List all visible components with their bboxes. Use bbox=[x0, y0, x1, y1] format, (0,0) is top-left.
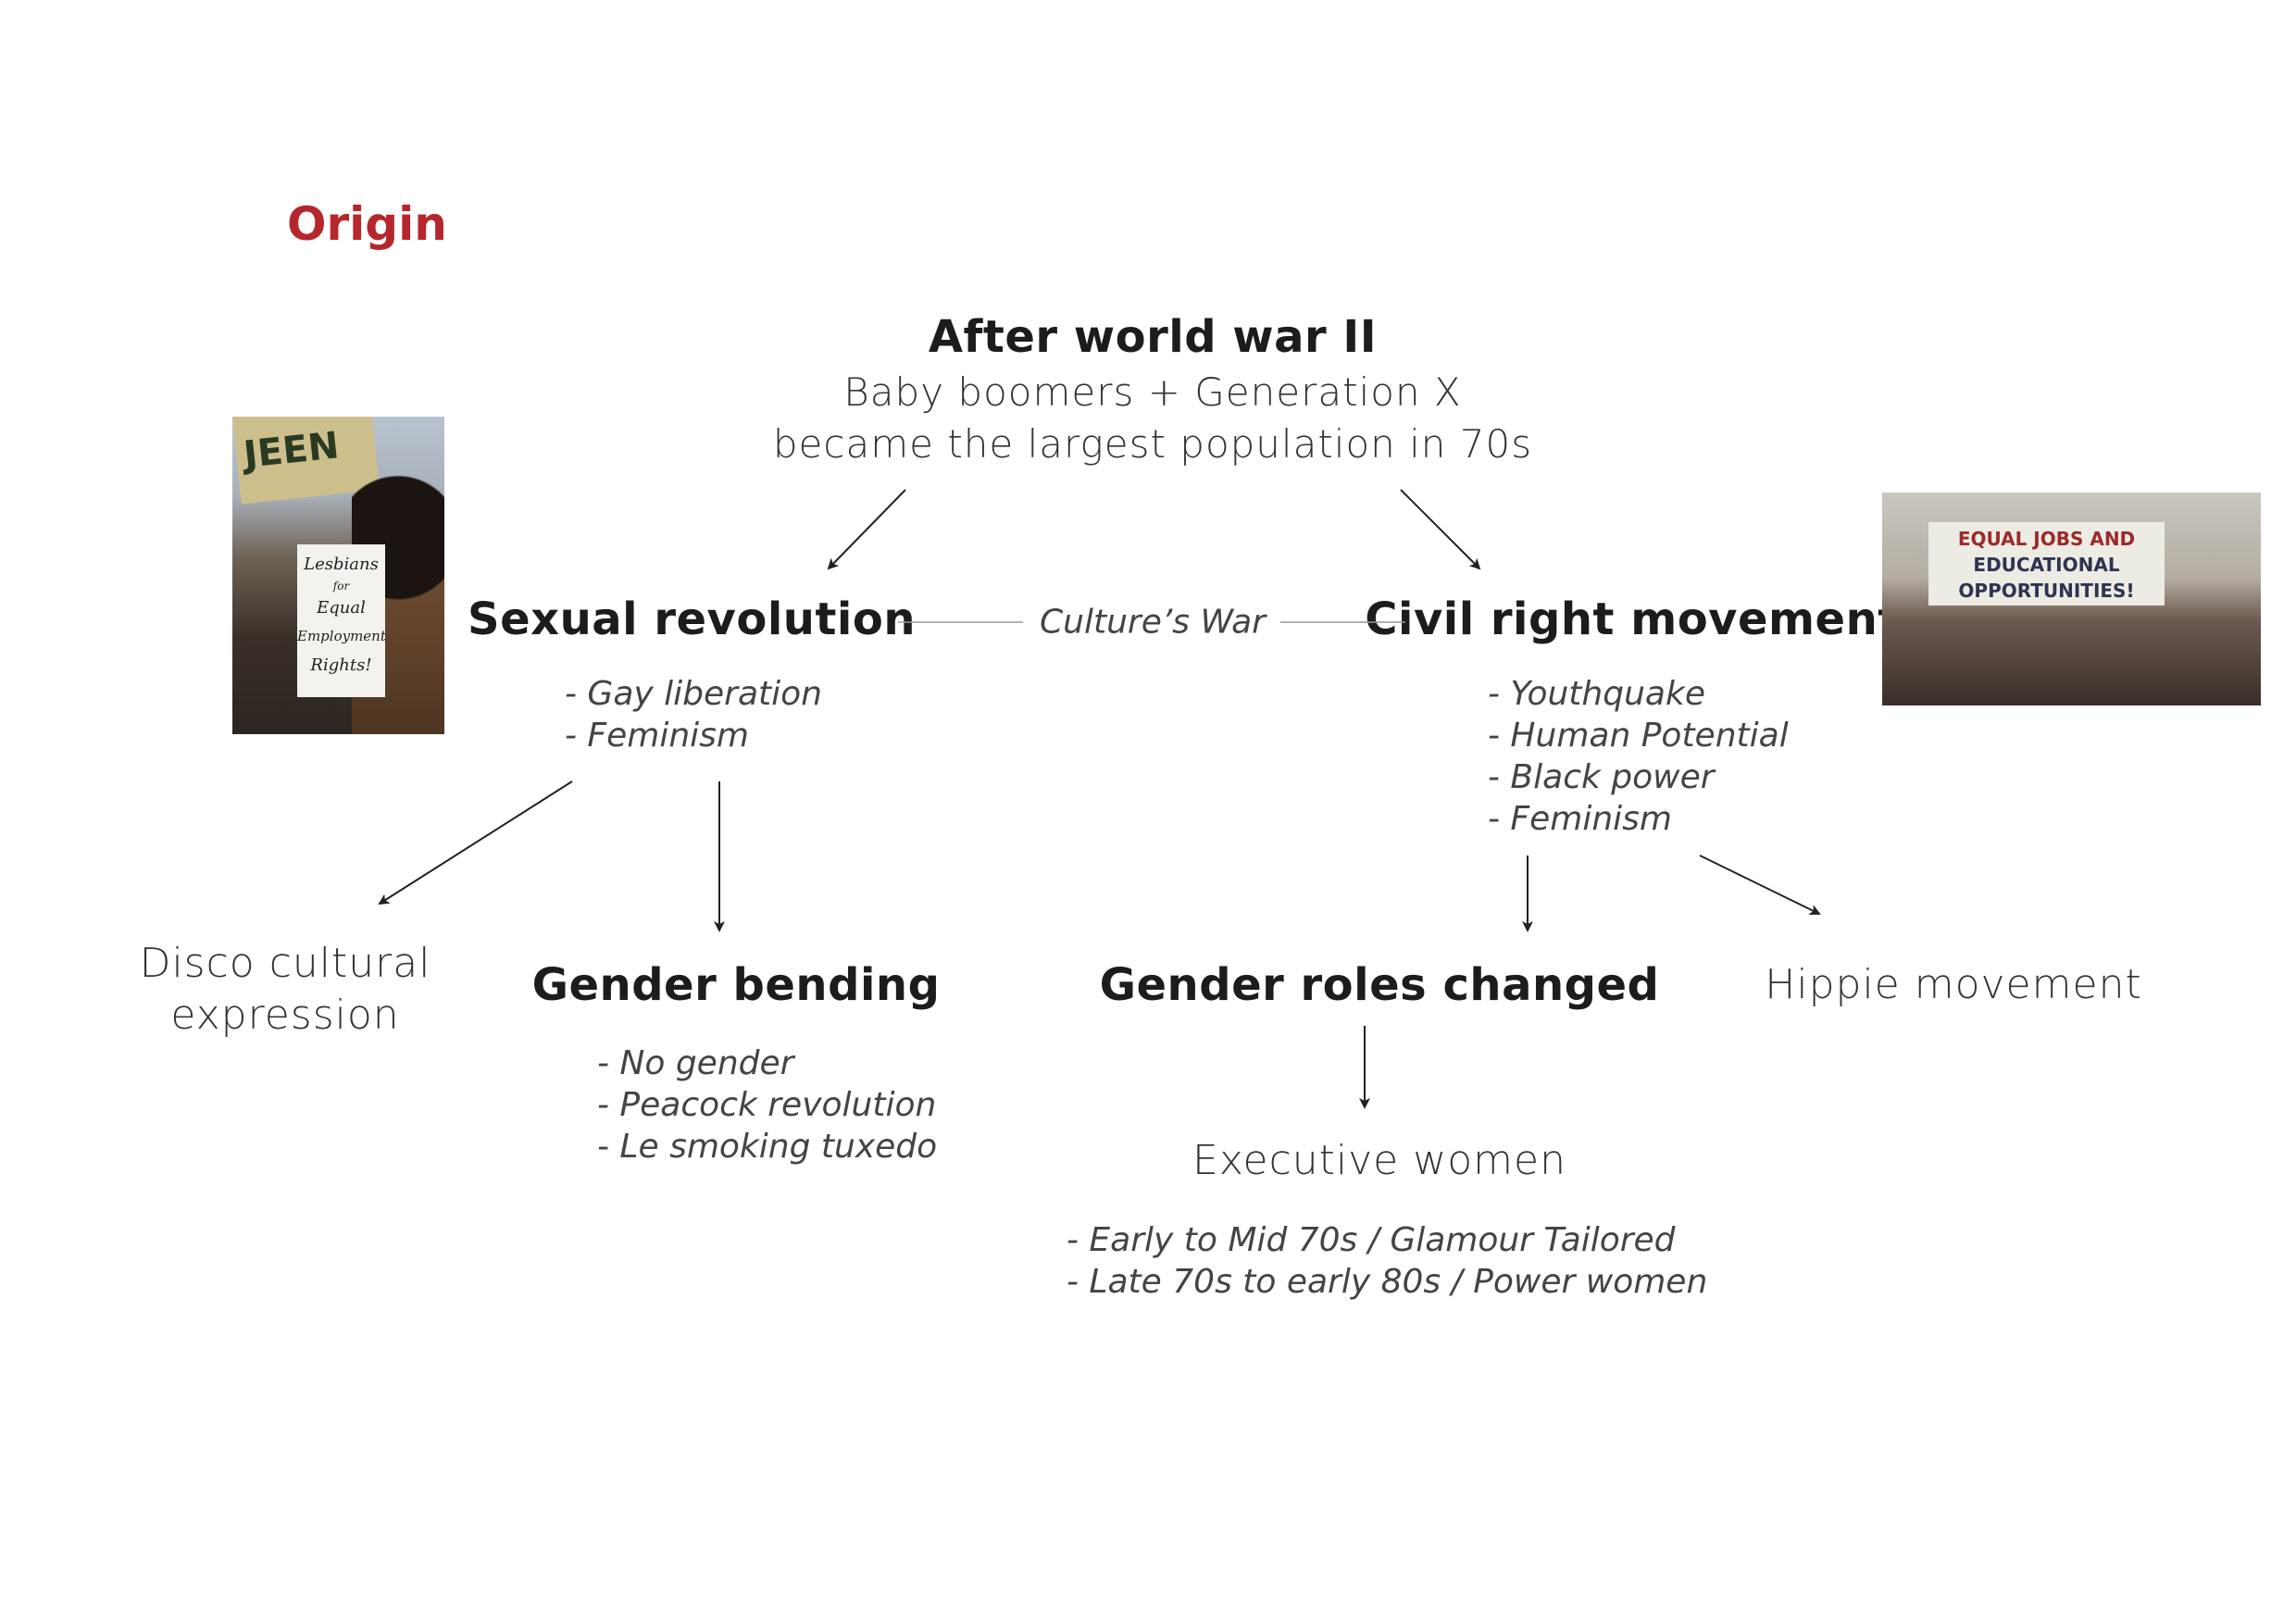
list-item: - Human Potential bbox=[1488, 717, 1789, 755]
banner-line: EQUAL JOBS AND bbox=[1957, 528, 2136, 550]
root-line: became the largest population in 70s bbox=[772, 421, 1533, 467]
banner-line: EDUCATIONAL bbox=[1973, 554, 2120, 576]
section-heading: Origin bbox=[287, 197, 447, 251]
gender-roles-title: Gender roles changed bbox=[1099, 959, 1660, 1011]
civil-right-list: - Youthquake - Human Potential - Black p… bbox=[1488, 673, 1789, 840]
sign-line: Lesbians bbox=[304, 555, 379, 574]
arrow-root-to-civil bbox=[1400, 489, 1481, 570]
protest-photo-right: EQUAL JOBS AND EDUCATIONAL OPPORTUNITIES… bbox=[1882, 493, 2261, 705]
sign-line: Employment bbox=[297, 628, 386, 644]
list-item: - Peacock revolution bbox=[597, 1086, 937, 1124]
list-item: - Gay liberation bbox=[565, 675, 822, 713]
sign-line: for bbox=[332, 580, 350, 593]
list-item: - Feminism bbox=[565, 717, 750, 755]
gender-bending-list: - No gender - Peacock revolution - Le sm… bbox=[597, 1042, 937, 1167]
list-item: - Black power bbox=[1488, 758, 1715, 796]
list-item: - Feminism bbox=[1488, 800, 1673, 838]
arrow-civil-to-hippie bbox=[1699, 855, 1821, 916]
banner-line: OPPORTUNITIES! bbox=[1958, 580, 2135, 602]
sign-line: Rights! bbox=[310, 655, 372, 675]
root-title: After world war II bbox=[928, 311, 1378, 363]
list-item: - No gender bbox=[597, 1044, 794, 1082]
protest-sign: Lesbians for Equal Employment Rights! bbox=[297, 544, 386, 697]
disco-line: Disco cultural bbox=[139, 940, 431, 987]
protest-banner: EQUAL JOBS AND EDUCATIONAL OPPORTUNITIES… bbox=[1928, 522, 2165, 606]
sign-line: Equal bbox=[317, 598, 366, 618]
list-item: - Late 70s to early 80s / Power women bbox=[1067, 1263, 1708, 1301]
civil-right-movement-title: Civil right movement bbox=[1365, 593, 1900, 645]
cultures-war-label: Culture’s War bbox=[1040, 603, 1266, 642]
sexual-revolution-list: - Gay liberation - Feminism bbox=[565, 673, 822, 756]
executive-women-node: Executive women bbox=[1192, 1137, 1566, 1184]
root-description: Baby boomers + Generation X became the l… bbox=[773, 367, 1532, 470]
list-item: - Le smoking tuxedo bbox=[597, 1128, 938, 1166]
arrow-root-to-sexual bbox=[827, 489, 906, 570]
disco-line: expression bbox=[170, 992, 400, 1039]
hippie-node: Hippie movement bbox=[1765, 961, 2142, 1008]
protest-photo-left: JEEN Lesbians for Equal Employment Right… bbox=[232, 417, 444, 734]
disco-node: Disco cultural expression bbox=[140, 938, 431, 1042]
arrow-sexual-to-disco bbox=[378, 780, 573, 905]
list-item: - Youthquake bbox=[1488, 675, 1705, 713]
root-line: Baby boomers + Generation X bbox=[843, 369, 1462, 415]
list-item: - Early to Mid 70s / Glamour Tailored bbox=[1067, 1221, 1676, 1259]
sexual-revolution-title: Sexual revolution bbox=[468, 593, 916, 645]
executive-women-list: - Early to Mid 70s / Glamour Tailored - … bbox=[1067, 1219, 1707, 1303]
gender-bending-title: Gender bending bbox=[531, 959, 941, 1011]
